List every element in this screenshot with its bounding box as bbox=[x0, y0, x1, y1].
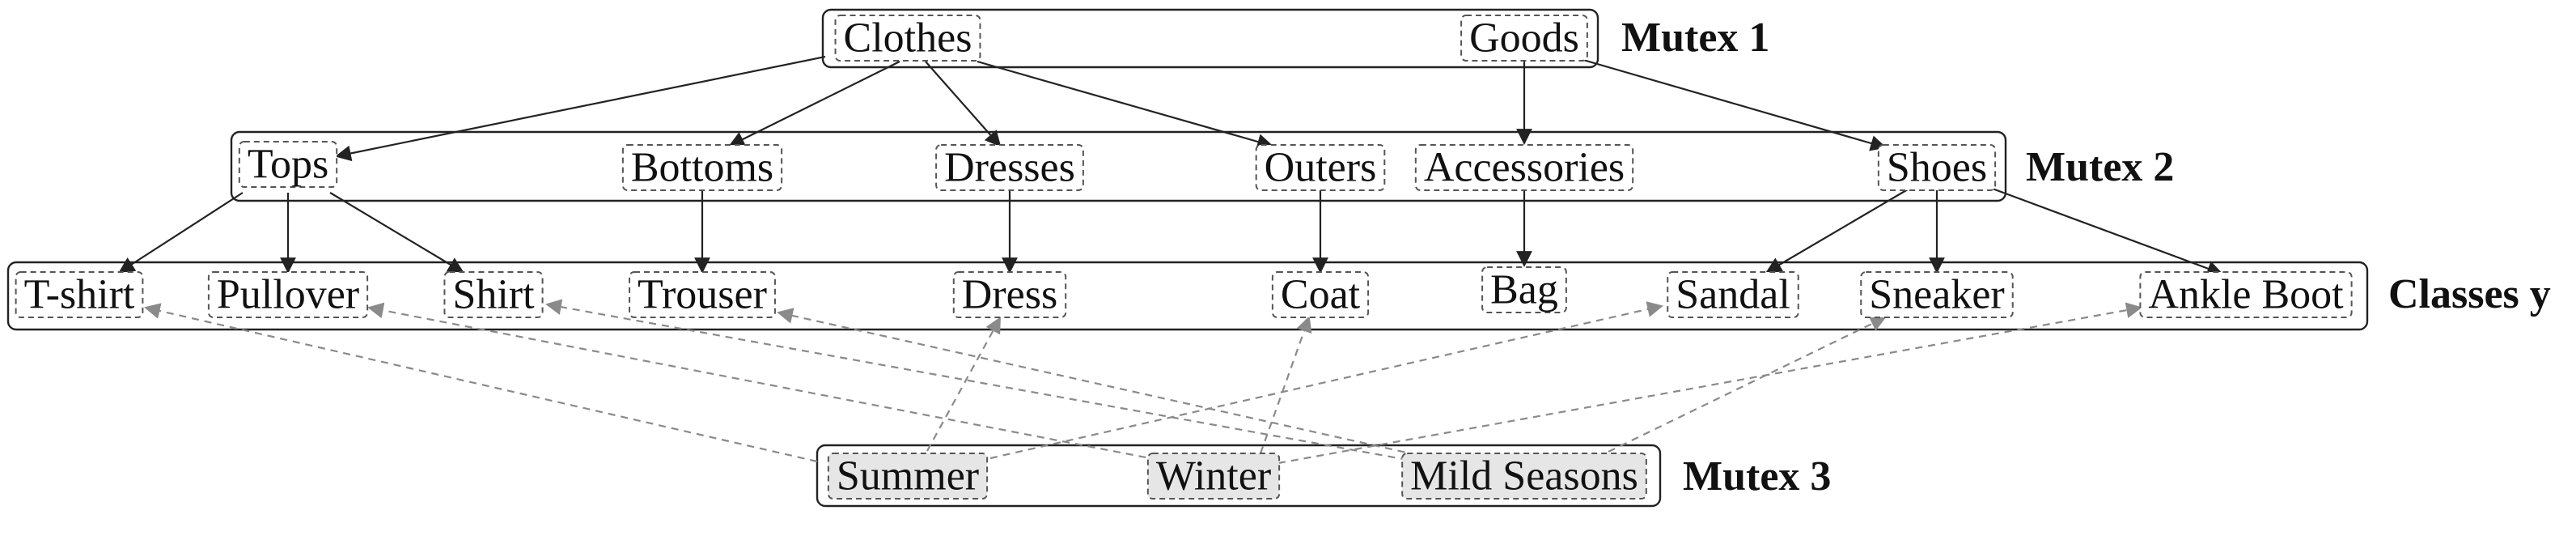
dashed-edges bbox=[144, 299, 2142, 465]
node-ankleboot-box bbox=[2139, 271, 2353, 318]
edge-shoes-sandal bbox=[1765, 189, 1909, 274]
edge-tops-tshirt bbox=[118, 192, 244, 274]
node-tshirt-box bbox=[15, 271, 144, 318]
node-outers-box bbox=[1255, 144, 1386, 191]
edge-winter-coat bbox=[1259, 316, 1312, 454]
node-outers: Outers bbox=[1255, 144, 1386, 191]
node-dress-box bbox=[952, 271, 1067, 318]
node-bag-label: Bag bbox=[1490, 267, 1558, 313]
node-trouser-label: Trouser bbox=[638, 272, 767, 318]
node-clothes: Clothes bbox=[834, 15, 981, 62]
edge-clothes-dresses bbox=[925, 61, 1002, 147]
node-clothes-label: Clothes bbox=[844, 15, 972, 62]
node-coat: Coat bbox=[1271, 271, 1370, 318]
node-tops-box bbox=[238, 141, 338, 188]
node-goods-label: Goods bbox=[1469, 15, 1579, 62]
node-shoes: Shoes bbox=[1877, 144, 1997, 191]
node-mildseasons-box bbox=[1401, 453, 1647, 500]
mutex2-box bbox=[230, 130, 2007, 202]
node-tops: Tops bbox=[238, 141, 338, 188]
node-trouser-box bbox=[629, 271, 776, 318]
node-coat-label: Coat bbox=[1281, 272, 1361, 318]
node-bag-box bbox=[1481, 266, 1567, 313]
node-dresses-label: Dresses bbox=[944, 145, 1075, 191]
node-bottoms-box bbox=[621, 144, 783, 191]
node-summer-label: Summer bbox=[837, 453, 979, 500]
node-ankleboot-label: Ankle Boot bbox=[2148, 272, 2344, 318]
node-pullover-label: Pullover bbox=[217, 272, 359, 318]
node-sandal-label: Sandal bbox=[1676, 272, 1790, 318]
node-shirt: Shirt bbox=[443, 271, 544, 318]
node-sneaker: Sneaker bbox=[1860, 271, 2014, 318]
node-dress-label: Dress bbox=[962, 272, 1057, 318]
node-summer: Summer bbox=[827, 453, 989, 500]
node-outers-label: Outers bbox=[1265, 145, 1377, 191]
node-shoes-label: Shoes bbox=[1887, 145, 1987, 191]
node-tops-label: Tops bbox=[248, 142, 328, 188]
edge-shoes-ankleboot bbox=[1989, 186, 2223, 277]
edge-winter-pullover bbox=[367, 302, 1159, 461]
node-mildseasons-label: Mild Seasons bbox=[1410, 453, 1638, 500]
edge-summer-dress bbox=[926, 317, 1001, 452]
node-winter-label: Winter bbox=[1156, 453, 1271, 500]
node-dresses: Dresses bbox=[935, 144, 1084, 191]
mutex1-label: Mutex 1 bbox=[1621, 15, 1769, 61]
node-bag: Bag bbox=[1481, 266, 1567, 313]
node-sneaker-box bbox=[1860, 271, 2014, 318]
classes-box bbox=[6, 261, 2369, 331]
mutex1-box bbox=[821, 8, 1599, 69]
node-winter: Winter bbox=[1146, 453, 1281, 500]
node-trouser: Trouser bbox=[629, 271, 776, 318]
node-winter-box bbox=[1146, 453, 1281, 500]
edge-tops-shirt bbox=[329, 192, 464, 274]
node-accessories: Accessories bbox=[1414, 144, 1634, 191]
mutex3-box bbox=[816, 444, 1662, 508]
node-mildseasons: Mild Seasons bbox=[1401, 453, 1647, 500]
node-dresses-box bbox=[935, 144, 1084, 191]
edge-clothes-outers bbox=[977, 60, 1273, 150]
edge-clothes-bottoms bbox=[728, 61, 900, 147]
node-tshirt: T-shirt bbox=[15, 271, 144, 318]
node-shirt-label: Shirt bbox=[452, 272, 535, 318]
node-summer-box bbox=[827, 453, 989, 500]
node-accessories-box bbox=[1414, 144, 1634, 191]
edge-mild-sneaker bbox=[1608, 316, 1887, 453]
node-shoes-box bbox=[1877, 144, 1997, 191]
edge-summer-sandal bbox=[989, 301, 1663, 460]
mutex2-label: Mutex 2 bbox=[2026, 144, 2174, 190]
solid-edges bbox=[118, 55, 2223, 277]
edge-mild-trouser bbox=[777, 308, 1418, 457]
classes-label: Classes y bbox=[2388, 271, 2551, 317]
node-dress: Dress bbox=[952, 271, 1067, 318]
node-pullover-box bbox=[207, 271, 369, 318]
edge-winter-ankleboot bbox=[1277, 302, 2142, 465]
edge-clothes-tops bbox=[335, 55, 826, 162]
node-sandal-box bbox=[1667, 271, 1799, 318]
node-clothes-box bbox=[834, 15, 981, 62]
edge-goods-shoes bbox=[1577, 57, 1887, 151]
node-ankleboot: Ankle Boot bbox=[2139, 271, 2353, 318]
node-accessories-label: Accessories bbox=[1424, 145, 1625, 191]
node-bottoms-label: Bottoms bbox=[631, 145, 773, 191]
edge-mild-shirt bbox=[545, 299, 1409, 461]
node-sneaker-label: Sneaker bbox=[1869, 272, 2004, 318]
node-goods-box bbox=[1460, 15, 1588, 62]
node-tshirt-label: T-shirt bbox=[24, 272, 135, 318]
mutex3-label: Mutex 3 bbox=[1683, 453, 1831, 500]
node-pullover: Pullover bbox=[207, 271, 369, 318]
node-shirt-box bbox=[443, 271, 544, 318]
node-sandal: Sandal bbox=[1667, 271, 1799, 318]
edge-summer-tshirt bbox=[144, 303, 818, 463]
node-goods: Goods bbox=[1460, 15, 1588, 62]
node-coat-box bbox=[1271, 271, 1370, 318]
node-bottoms: Bottoms bbox=[621, 144, 783, 191]
